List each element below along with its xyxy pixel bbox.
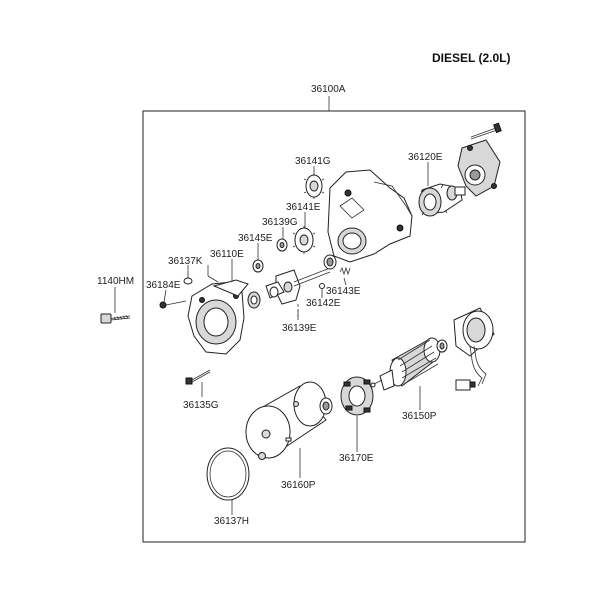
- part-label-36145e[interactable]: 36145E: [238, 233, 273, 244]
- spring-36143e-drawing: [339, 266, 351, 276]
- part-label-36135g[interactable]: 36135G: [183, 400, 219, 411]
- assembly-frame: [142, 110, 526, 543]
- ring-36137k-drawing: [183, 277, 193, 285]
- pinion-clutch-drawing: [418, 183, 466, 217]
- through-bolt-drawing: [470, 122, 502, 140]
- washer-36139g-drawing: [276, 238, 288, 252]
- drive-housing-drawing: [327, 169, 413, 263]
- solenoid-cover-drawing: [453, 307, 495, 391]
- brush-holder-36170e-drawing: [340, 376, 374, 416]
- housing-36110e-drawing: [187, 279, 249, 355]
- part-label-36110e[interactable]: 36110E: [210, 249, 244, 260]
- ball-36142e-drawing: [319, 283, 325, 294]
- leader-lines: [114, 162, 429, 515]
- part-label-36137h[interactable]: 36137H: [214, 516, 249, 527]
- part-label-36150p[interactable]: 36150P: [402, 411, 437, 422]
- part-label-36139g[interactable]: 36139G: [262, 217, 298, 228]
- ring-armature-drawing: [436, 339, 448, 353]
- assembly-part-label[interactable]: 36100A: [311, 84, 346, 95]
- part-label-36160p[interactable]: 36160P: [281, 480, 316, 491]
- bolt-36135g-drawing: [185, 369, 211, 385]
- part-label-36137k[interactable]: 36137K: [168, 256, 203, 267]
- gear-36141g-drawing: [303, 173, 325, 199]
- part-label-36141e[interactable]: 36141E: [286, 202, 321, 213]
- part-label-36143e[interactable]: 36143E: [326, 286, 361, 297]
- engine-variant-title: DIESEL (2.0L): [432, 51, 510, 65]
- bolt-1140hm-drawing: [100, 313, 131, 324]
- washer-36145e-drawing: [252, 259, 264, 273]
- ring-inner-drawing: [326, 257, 334, 267]
- o-ring-inner-drawing: [209, 450, 247, 498]
- part-label-36141g[interactable]: 36141G: [295, 156, 331, 167]
- part-label-36184e[interactable]: 36184E: [146, 280, 181, 291]
- ring-yoke-drawing: [319, 397, 333, 415]
- armature-36150p-drawing: [370, 337, 441, 391]
- part-label-36139e[interactable]: 36139E: [282, 323, 317, 334]
- part-label-36120e[interactable]: 36120E: [408, 152, 443, 163]
- yoke-36160p-drawing: [245, 381, 327, 460]
- bracket-36120e-drawing: [457, 139, 501, 197]
- o-ring-36137h-drawing: [206, 447, 250, 501]
- part-label-36142e[interactable]: 36142E: [306, 298, 341, 309]
- gear-36141e-drawing: [292, 226, 316, 254]
- screw-36184e-drawing: [159, 300, 187, 309]
- part-label-36170e[interactable]: 36170E: [339, 453, 374, 464]
- part-label-1140hm[interactable]: 1140HM: [97, 276, 134, 287]
- bearing-drawing: [247, 286, 279, 309]
